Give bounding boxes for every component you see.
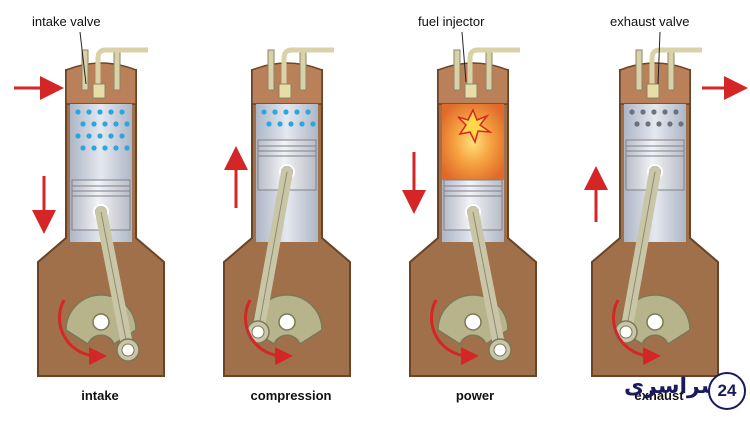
gas-particle	[75, 109, 81, 115]
exhaust-valve-stem	[299, 49, 307, 91]
gas-particle	[119, 109, 125, 115]
gas-particle	[272, 109, 278, 115]
gas-particle	[97, 133, 103, 139]
gas-particle	[634, 121, 640, 127]
gas-particle	[91, 121, 97, 127]
gas-particle	[113, 121, 119, 127]
fuel-injector-callout: fuel injector	[418, 14, 485, 29]
gas-particle	[124, 121, 130, 127]
crank-pin	[121, 343, 135, 357]
crank-pin	[251, 325, 265, 339]
fuel-injector-leader	[461, 31, 467, 83]
gas-particle	[124, 145, 130, 151]
gas-particle	[294, 109, 300, 115]
gas-particle	[108, 109, 114, 115]
intake-valve-leader	[79, 31, 87, 85]
exhaust-valve-stem	[667, 49, 675, 91]
watermark-number: 24	[708, 372, 746, 410]
fuel-line	[95, 47, 148, 88]
spark-burst	[457, 108, 493, 145]
intake-valve-stem	[81, 49, 89, 91]
crankshaft-axle	[278, 313, 296, 331]
exhaust-valve-callout: exhaust valve	[610, 14, 690, 29]
gas-particle	[108, 133, 114, 139]
intake-valve-callout: intake valve	[32, 14, 101, 29]
gas-particle	[86, 109, 92, 115]
engine-compression	[223, 47, 351, 377]
gas-particle	[80, 121, 86, 127]
crankshaft-axle	[464, 313, 482, 331]
gas-particle	[91, 145, 97, 151]
fuel-injector	[92, 83, 106, 99]
watermark-logo: سراسری 24	[624, 370, 746, 414]
rotation-arrow	[429, 299, 479, 366]
gas-particle	[656, 121, 662, 127]
connecting-rod-edge	[625, 171, 656, 333]
connecting-rod-edge	[472, 211, 501, 351]
connecting-rod-edge	[100, 211, 129, 351]
gas-particle	[299, 121, 305, 127]
engine-exhaust	[591, 47, 719, 377]
engine-intake	[37, 47, 165, 377]
gas-particle	[640, 109, 646, 115]
gas-particle	[662, 109, 668, 115]
stage-label-intake: intake	[81, 388, 119, 403]
gas-particle	[102, 121, 108, 127]
gas-particle	[266, 121, 272, 127]
engine-power	[409, 47, 537, 377]
crankshaft-axle	[92, 313, 110, 331]
gas-particle	[97, 109, 103, 115]
stage-label-exhaust: exhaust	[634, 388, 684, 403]
crank-pin	[619, 325, 633, 339]
gas-particle	[283, 109, 289, 115]
fuel-line	[281, 47, 334, 88]
gas-particle	[651, 109, 657, 115]
fuel-injector	[278, 83, 292, 99]
fuel-injector	[464, 83, 478, 99]
gas-particle	[113, 145, 119, 151]
intake-valve-stem	[267, 49, 275, 91]
gas-particle	[310, 121, 316, 127]
rotation-arrow	[243, 299, 293, 366]
gas-particle	[673, 109, 679, 115]
exhaust-valve-stem	[485, 49, 493, 91]
stage-label-power: power	[455, 388, 495, 403]
exhaust-valve-leader	[657, 31, 661, 85]
gas-particle	[119, 133, 125, 139]
intake-valve-stem	[635, 49, 643, 91]
gas-particle	[86, 133, 92, 139]
stage-label-compression: compression	[250, 388, 332, 403]
fuel-line	[467, 47, 520, 88]
intake-valve-stem	[453, 49, 461, 91]
crank-pin	[493, 343, 507, 357]
exhaust-valve-stem	[113, 49, 121, 91]
connecting-rod-edge	[257, 171, 288, 333]
gas-particle	[261, 109, 267, 115]
gas-particle	[305, 109, 311, 115]
gas-particle	[667, 121, 673, 127]
gas-particle	[645, 121, 651, 127]
gas-particle	[277, 121, 283, 127]
gas-particle	[288, 121, 294, 127]
gas-particle	[80, 145, 86, 151]
watermark-word: سراسری	[624, 374, 723, 399]
fuel-injector	[646, 83, 660, 99]
gas-particle	[75, 133, 81, 139]
gas-particle	[629, 109, 635, 115]
crankshaft-axle	[646, 313, 664, 331]
gas-particle	[102, 145, 108, 151]
fuel-line	[649, 47, 702, 88]
rotation-arrow	[611, 299, 661, 366]
gas-particle	[678, 121, 684, 127]
rotation-arrow	[57, 299, 107, 366]
